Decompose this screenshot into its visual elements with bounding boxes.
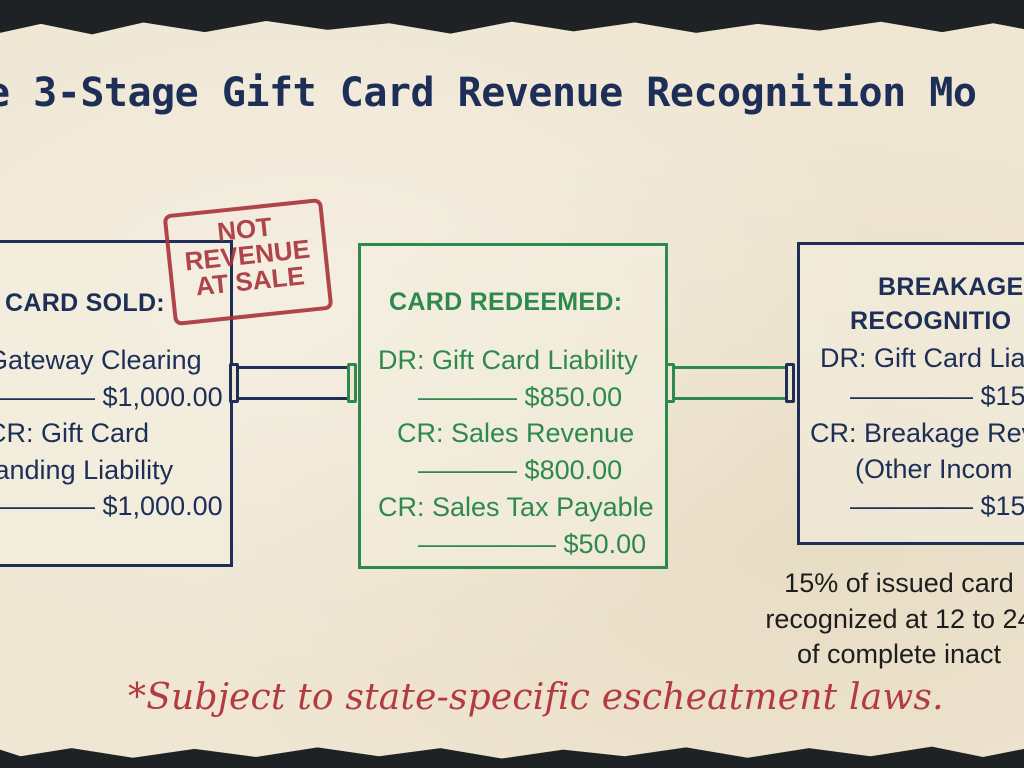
note-line: 15% of issued card bbox=[784, 568, 1014, 598]
stage-card-sold-heading: CARD SOLD: bbox=[5, 289, 165, 317]
note-line: of complete inact bbox=[796, 639, 1002, 670]
entry-amount: ———–—– $50.00 bbox=[418, 529, 647, 559]
not-revenue-stamp: NOT REVENUE AT SALE bbox=[162, 197, 334, 327]
stage-breakage-heading: BREAKAGE bbox=[878, 273, 1024, 301]
stage-card-sold-box: CARD SOLD: Gateway Clearing ———— $1,000.… bbox=[0, 240, 233, 567]
entry-line: CR: Sales Revenue bbox=[397, 418, 635, 448]
connector-tab bbox=[785, 363, 795, 403]
entry-amount: ——––– $850.00 bbox=[418, 382, 623, 412]
entry-amount: ——––– $800.00 bbox=[418, 455, 623, 485]
entry-amount: ———— $1,000.00 bbox=[0, 382, 223, 412]
entry-line: tanding Liability bbox=[0, 455, 174, 485]
entry-line: (Other Incom bbox=[855, 454, 1013, 484]
stage-breakage-box: BREAKAGE RECOGNITIO DR: Gift Card Lia ——… bbox=[797, 242, 1024, 545]
note-line: recognized at 12 to 24 bbox=[765, 603, 1024, 634]
entry-line: DR: Gift Card Lia bbox=[820, 343, 1024, 373]
entry-line: CR: Gift Card bbox=[0, 418, 150, 448]
stage-card-redeemed-heading: CARD REDEEMED: bbox=[389, 288, 623, 316]
connector-tab bbox=[229, 363, 239, 403]
breakage-note: 15% of issued card recognized at 12 to 2… bbox=[754, 566, 1024, 673]
stage-card-redeemed-box: CARD REDEEMED: DR: Gift Card Liability —… bbox=[358, 243, 668, 569]
entry-line: CR: Sales Tax Payable bbox=[378, 492, 654, 522]
entry-line: CR: Breakage Rev bbox=[810, 418, 1024, 448]
diagram-title: e 3-Stage Gift Card Revenue Recognition … bbox=[0, 70, 977, 116]
entry-line: Gateway Clearing bbox=[0, 345, 202, 375]
entry-amount: ———–— $15 bbox=[850, 381, 1024, 411]
entry-line: DR: Gift Card Liability bbox=[378, 345, 638, 375]
entry-amount: ———–— $15 bbox=[850, 491, 1024, 521]
stage-breakage-heading: RECOGNITIO bbox=[850, 307, 1012, 335]
escheatment-footnote: *Subject to state-specific escheatment l… bbox=[128, 677, 944, 718]
connector-tab bbox=[347, 363, 357, 403]
entry-amount: ———— $1,000.00 bbox=[0, 491, 223, 521]
connector-sold-to-redeemed bbox=[236, 366, 354, 400]
connector-redeemed-to-breakage bbox=[672, 366, 792, 400]
connector-tab bbox=[665, 363, 675, 403]
